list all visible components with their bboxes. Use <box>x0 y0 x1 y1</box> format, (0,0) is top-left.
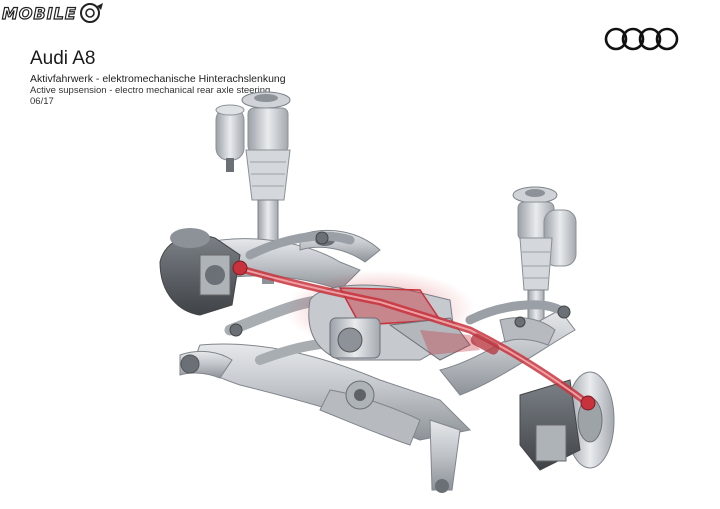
audi-four-rings-icon <box>604 27 679 51</box>
watermark-text: MOBILE <box>1 3 77 23</box>
subtitle-english: Active supsension - electro mechanical r… <box>30 85 271 96</box>
header-block: Audi A8 Aktivfahrwerk - elektromechanisc… <box>30 48 286 107</box>
bushings <box>229 231 571 337</box>
watermark-logo-icon <box>79 3 103 23</box>
left-wheel-carrier <box>159 228 241 316</box>
watermark: MOBILE <box>1 2 105 24</box>
page-title: Audi A8 <box>30 48 96 69</box>
date-label: 06/17 <box>30 96 54 107</box>
right-air-spring-strut <box>512 186 577 331</box>
subtitle-german: Aktivfahrwerk - elektromechanische Hinte… <box>30 73 286 85</box>
rear-steering-tie-rod <box>232 260 596 411</box>
